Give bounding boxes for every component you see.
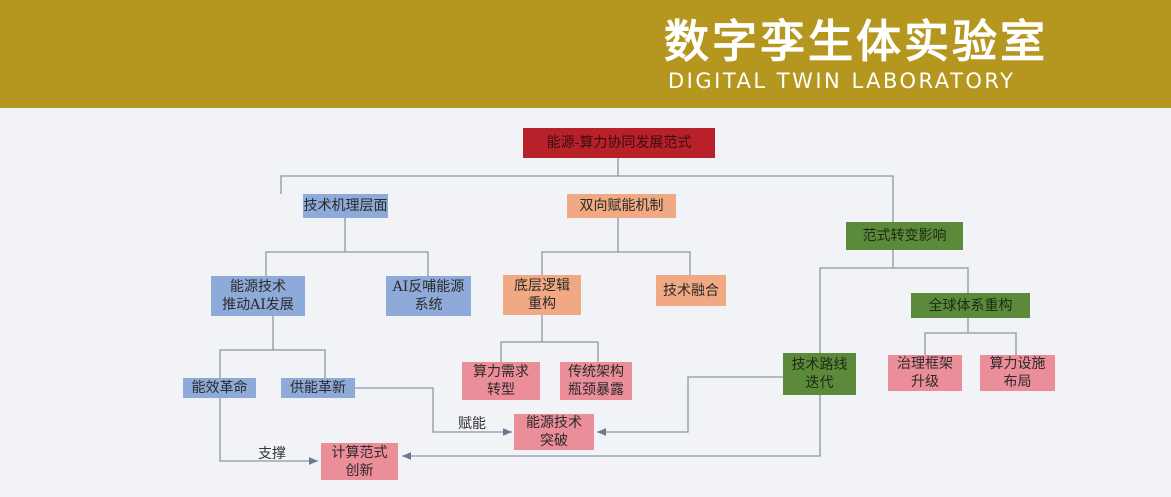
node-tech-route: 技术路线 迭代 <box>783 353 856 395</box>
node-paradigm-impact: 范式转变影响 <box>846 222 963 250</box>
connector-logic <box>500 315 599 362</box>
connector-global <box>924 318 1017 355</box>
connector-root <box>280 158 894 222</box>
node-tech-mechanism: 技术机理层面 <box>303 194 388 218</box>
header-banner: 数字孪生体实验室 DIGITAL TWIN LABORATORY <box>0 0 1171 108</box>
arrow-support <box>219 398 318 465</box>
arrow-empower <box>355 387 512 436</box>
connector-energy-ai <box>219 316 326 378</box>
arrow-route-energy <box>597 376 783 436</box>
connector-tech <box>265 218 429 276</box>
node-governance: 治理框架 升级 <box>888 355 962 391</box>
node-global-system: 全球体系重构 <box>911 293 1030 318</box>
connector-bidir <box>541 218 691 275</box>
arrow-route-compute <box>402 395 821 460</box>
connector-impact <box>819 250 969 353</box>
node-compute-infra: 算力设施 布局 <box>980 355 1055 391</box>
node-bidirectional: 双向赋能机制 <box>567 194 676 218</box>
node-ai-feeds-energy: AI反哺能源 系统 <box>386 276 471 316</box>
node-tech-fusion: 技术融合 <box>656 275 726 306</box>
label-support: 支撑 <box>258 446 286 462</box>
brand-title-cn: 数字孪生体实验室 <box>664 15 1049 68</box>
node-compute-demand: 算力需求 转型 <box>462 362 540 400</box>
node-underlying-logic: 底层逻辑 重构 <box>503 275 581 315</box>
node-energy-drives-ai: 能源技术 推动AI发展 <box>211 276 305 316</box>
label-empower: 赋能 <box>458 416 486 432</box>
node-root: 能源-算力协同发展范式 <box>523 128 715 158</box>
node-efficiency-revolution: 能效革命 <box>183 378 256 398</box>
node-energy-breakthrough: 能源技术 突破 <box>514 414 594 450</box>
node-compute-paradigm: 计算范式 创新 <box>321 443 398 480</box>
brand-title-en: DIGITAL TWIN LABORATORY <box>668 69 1016 93</box>
node-supply-innovation: 供能革新 <box>281 378 355 398</box>
node-legacy-arch: 传统架构 瓶颈暴露 <box>560 362 632 400</box>
